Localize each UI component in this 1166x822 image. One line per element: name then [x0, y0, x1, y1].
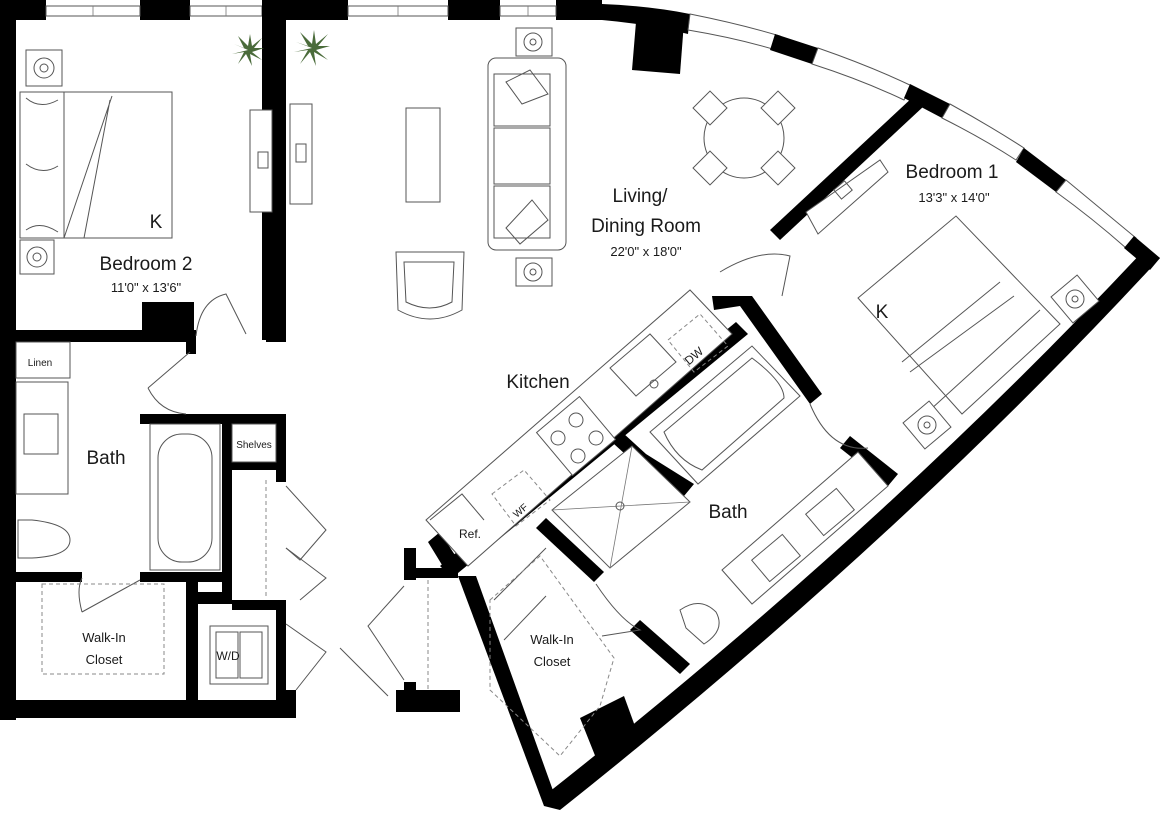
bedroom1-dims: 13'3" x 14'0"	[918, 190, 990, 205]
walkin-right-line1: Walk-In	[530, 632, 574, 647]
walkin-left-line2: Closet	[86, 652, 123, 667]
lamp-table-bottom	[515, 257, 553, 287]
nightstand-bottom	[19, 239, 55, 275]
ref-label: Ref.	[459, 527, 481, 541]
tub-right	[649, 345, 801, 485]
walkin-left-outline	[41, 583, 165, 675]
sofa	[487, 57, 567, 251]
walkin-right-outline	[489, 555, 615, 757]
bath-left-fixtures	[15, 381, 221, 571]
kitchen-fixtures	[425, 289, 733, 567]
plant-icon-2	[294, 30, 330, 66]
nightstand-b1-bottom	[902, 400, 952, 450]
bedroom1-name: Bedroom 1	[906, 162, 999, 183]
bath-right-fixtures	[489, 345, 889, 757]
shelves	[231, 423, 277, 463]
lamp-table-top	[515, 27, 553, 57]
plant-icon-1	[232, 34, 264, 66]
bedroom1-furniture	[805, 159, 1100, 450]
living-name-2: Dining Room	[591, 216, 701, 237]
dining-table	[703, 97, 785, 179]
doors	[78, 253, 869, 697]
nightstand-b1-top	[1050, 274, 1100, 324]
tub-left	[149, 423, 221, 571]
shelves-label: Shelves	[236, 440, 272, 451]
bed-b2-size-label: K	[150, 212, 163, 233]
armchair	[395, 251, 465, 320]
kitchen-name: Kitchen	[506, 372, 569, 393]
vanity-right	[721, 451, 889, 605]
nightstand-top	[25, 49, 63, 87]
bedroom2-name: Bedroom 2	[100, 254, 193, 275]
bedroom2-dims: 11'0" x 13'6"	[111, 280, 182, 295]
bed-b1-size-label: K	[876, 302, 889, 323]
toilet-left	[17, 519, 71, 559]
bed-b2	[19, 91, 173, 239]
linen-label: Linen	[28, 358, 52, 369]
walkin-right-line2: Closet	[534, 654, 571, 669]
dresser-b1	[805, 159, 889, 235]
washer-dryer	[209, 625, 269, 685]
vanity-left	[15, 381, 69, 495]
coffee-table	[405, 107, 441, 203]
living-furniture	[289, 27, 796, 320]
bedroom2-furniture	[15, 49, 273, 379]
bath-right-name: Bath	[708, 502, 747, 523]
window-mullions	[92, 6, 529, 16]
walkin-left-line1: Walk-In	[82, 630, 126, 645]
living-dims: 22'0" x 18'0"	[610, 244, 682, 259]
living-name-1: Living/	[613, 186, 669, 207]
plant-icons	[232, 30, 330, 66]
toilet-right	[679, 603, 720, 645]
tv-console	[289, 103, 313, 205]
dresser-b2	[249, 109, 273, 213]
range	[535, 395, 617, 477]
wd-label: W/D	[216, 649, 240, 663]
bath-left-name: Bath	[86, 448, 125, 469]
utility-fixtures	[41, 423, 429, 690]
